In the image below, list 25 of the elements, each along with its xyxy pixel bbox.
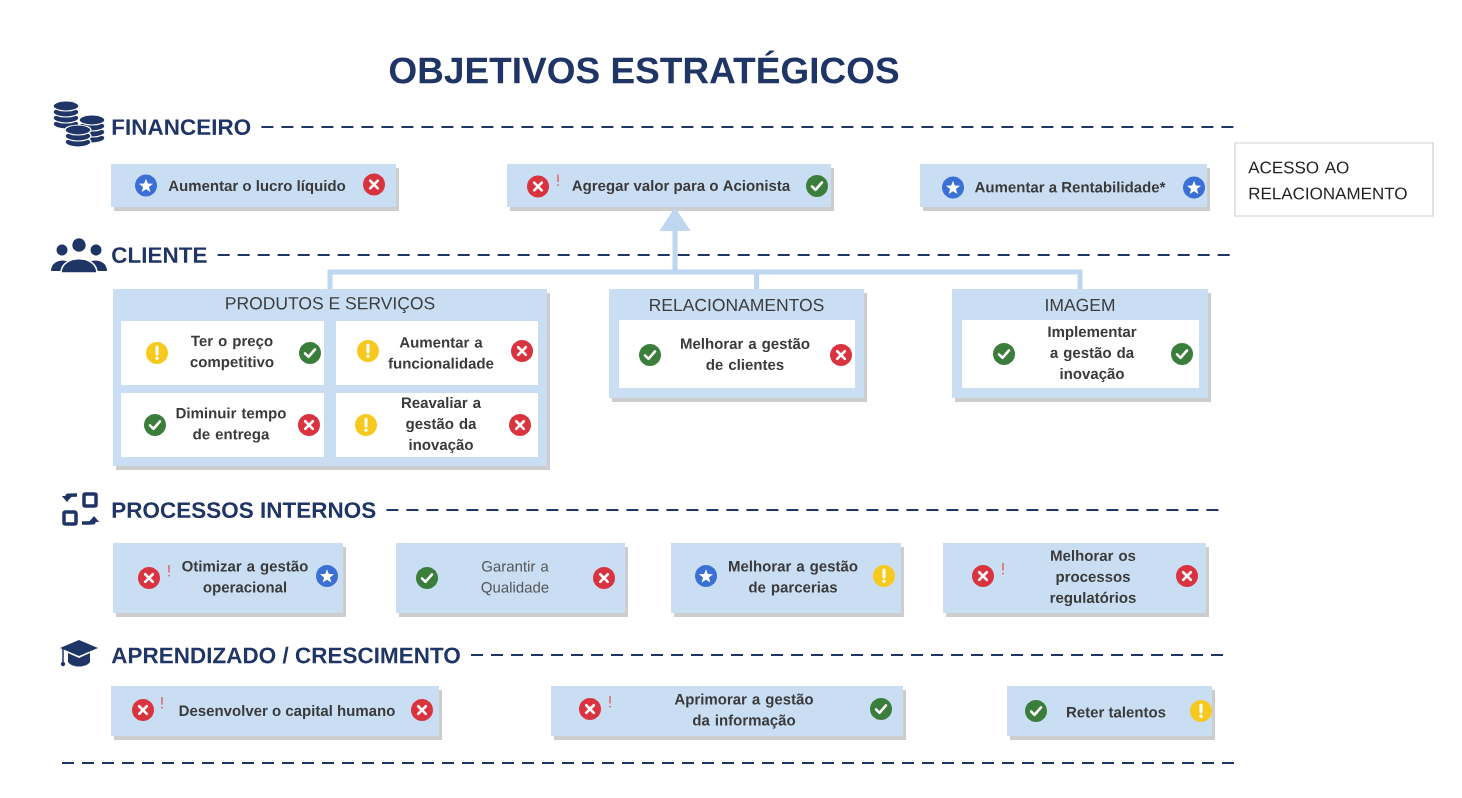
objective-box: Desenvolver o capital humano (111, 686, 442, 740)
connector-line (756, 269, 1083, 289)
title: OBJETIVOS ESTRATÉGICOS (389, 50, 899, 84)
connector-line (675, 269, 759, 289)
section-heading: PROCESSOS INTERNOS (112, 502, 376, 519)
objective-cell: Implementar a gestão da inovação (962, 320, 1199, 388)
objective-cell: Aumentar a funcionalidade (336, 321, 538, 385)
section-heading: APRENDIZADO / CRESCIMENTO (111, 646, 460, 664)
objective-cell: Reavaliar a gestão da inovação (336, 393, 538, 457)
objective-box: Reter talentos (1007, 686, 1215, 740)
objective-box: Otimizar a gestão operacional (113, 543, 346, 617)
objective-box: Garantir a Qualidade (396, 543, 628, 617)
section-heading: FINANCEIRO (112, 119, 251, 136)
objective-cell: Melhorar a gestão de clientes (619, 320, 855, 388)
objective-cell: Diminuir tempo de entrega (121, 393, 324, 457)
objective-box: Aumentar o lucro líquido (111, 164, 399, 211)
section-heading: CLIENTE (112, 247, 207, 264)
objective-box: Melhorar a gestão de parcerias (671, 543, 904, 617)
objective-box: Agregar valor para o Acionista (507, 164, 834, 211)
objective-box: Aumentar a Rentabilidade* (920, 164, 1210, 211)
note-box: ACESSO AO RELACIONAMENTO (1234, 142, 1434, 217)
objective-cell: Ter o preço competitivo (121, 321, 324, 385)
objective-box: Melhorar os processos regulatórios (943, 543, 1209, 617)
connector-line (327, 269, 675, 289)
objective-box: Aprimorar a gestão da informação (551, 686, 906, 740)
